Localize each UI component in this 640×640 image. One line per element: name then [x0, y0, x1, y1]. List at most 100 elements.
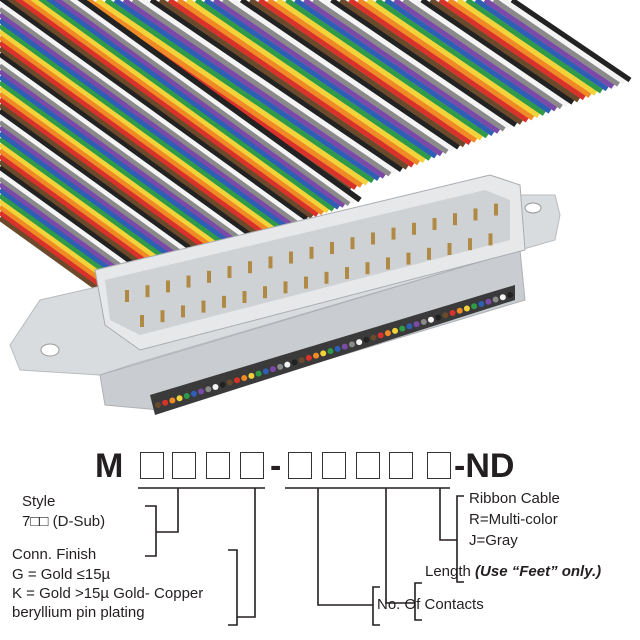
pin: [488, 233, 493, 246]
wire: [0, 113, 198, 260]
style-callout: [145, 488, 179, 557]
wire: [77, 0, 362, 203]
wire-end: [463, 305, 470, 312]
pin: [201, 300, 206, 313]
pin: [263, 286, 267, 299]
wire: [0, 159, 155, 274]
finish-g: G = Gold ≤15µ: [12, 566, 111, 583]
wire: [0, 0, 309, 221]
wire: [258, 0, 472, 146]
pin: [304, 276, 308, 289]
wire: [167, 0, 415, 168]
finish-k: K = Gold >15µ Gold- Copper: [12, 585, 204, 602]
ribbon-multicolor: R=Multi-color: [469, 511, 558, 528]
wire: [429, 0, 581, 103]
wire: [411, 0, 569, 107]
wire: [61, 0, 352, 206]
wire-end: [413, 321, 420, 328]
pin: [248, 261, 252, 274]
wire-end: [248, 372, 255, 379]
pin: [186, 275, 191, 288]
pin: [140, 315, 144, 327]
ribbon-cable-right: [68, 0, 632, 193]
pin: [324, 271, 329, 284]
pin: [432, 218, 437, 230]
wire: [375, 0, 546, 116]
style-title: Style: [22, 493, 56, 510]
wire: [69, 0, 357, 205]
pin: [181, 305, 185, 318]
pin: [494, 203, 498, 216]
wire: [194, 0, 432, 161]
part-separator: -: [270, 447, 282, 485]
wire: [0, 210, 107, 291]
wire: [0, 0, 304, 223]
wire: [0, 91, 219, 252]
style-value: 7□□ (D-Sub): [22, 513, 106, 530]
wire-end: [320, 350, 327, 357]
wire: [0, 164, 150, 276]
wire: [0, 204, 113, 289]
wire: [149, 0, 403, 172]
wire: [366, 0, 541, 119]
dsub-ribbon-cable-illustration: [0, 0, 632, 415]
wire: [402, 0, 563, 110]
wire-end: [356, 339, 363, 346]
wire: [0, 17, 288, 228]
pin: [222, 295, 226, 308]
wire-end: [155, 402, 161, 408]
wire: [0, 12, 293, 227]
wire: [46, 0, 341, 210]
wire: [267, 0, 478, 143]
part-box: [427, 452, 451, 479]
part-prefix: M: [95, 447, 124, 485]
wire: [0, 170, 145, 278]
wire-end: [219, 381, 226, 388]
wire: [474, 0, 609, 92]
wire: [0, 153, 161, 273]
length-note: (Use “Feet” only.): [475, 563, 602, 580]
wire: [0, 215, 102, 293]
pin: [330, 242, 334, 254]
pin: [386, 257, 390, 270]
wire-end: [198, 388, 205, 395]
wire: [0, 79, 229, 249]
wire: [0, 68, 240, 245]
wire: [465, 0, 603, 94]
pin: [268, 256, 273, 269]
pin: [350, 237, 355, 250]
finish-title: Conn. Finish: [12, 546, 97, 563]
wire: [456, 0, 598, 96]
wire-end: [212, 384, 219, 391]
pin: [166, 280, 170, 293]
wire-end: [284, 361, 291, 368]
wire: [0, 181, 134, 282]
wire: [0, 57, 251, 241]
wire-end: [377, 332, 384, 339]
wire-end: [348, 341, 355, 348]
pin: [391, 227, 396, 240]
wire-end: [269, 366, 276, 373]
wire-end: [456, 307, 463, 314]
pin: [145, 285, 150, 298]
wire: [0, 74, 235, 247]
wire: [321, 0, 512, 130]
part-box: [140, 452, 164, 479]
wire: [0, 142, 171, 269]
wire: [131, 0, 392, 177]
wire-end: [226, 379, 233, 386]
wire-end: [334, 345, 341, 352]
wire-end: [298, 357, 305, 364]
wire: [285, 0, 489, 139]
wire: [0, 34, 272, 234]
wire-end: [471, 303, 478, 310]
wire-end: [406, 323, 413, 330]
wire: [0, 62, 245, 243]
wire-end: [277, 363, 284, 370]
dsub-connector: [9, 174, 561, 415]
wire: [239, 0, 461, 150]
wire: [330, 0, 518, 128]
part-box: [240, 452, 264, 479]
wire: [212, 0, 443, 157]
wire-end: [420, 318, 427, 325]
